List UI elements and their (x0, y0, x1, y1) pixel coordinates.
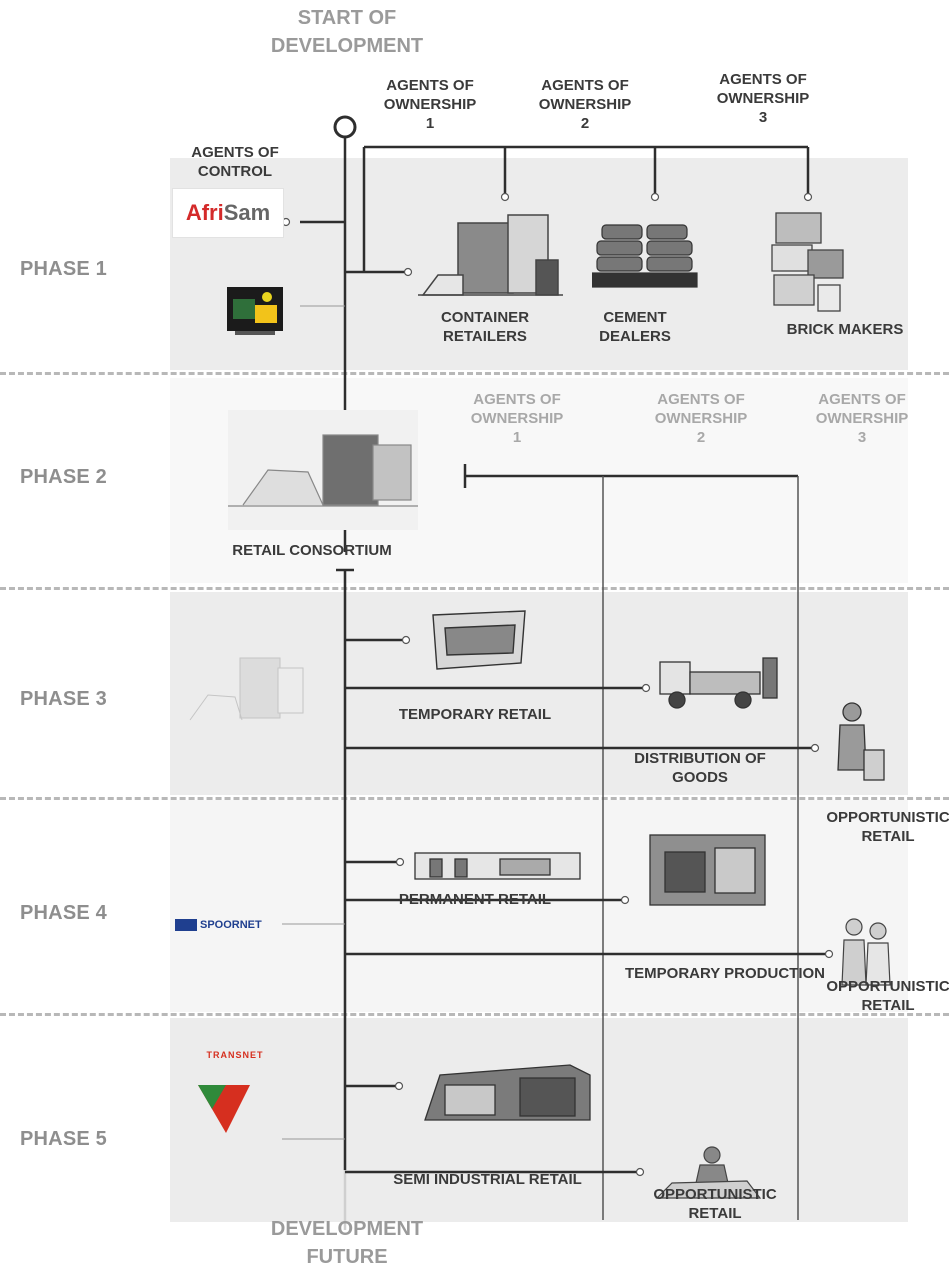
temporary-retail-label: TEMPORARY RETAIL (398, 706, 552, 723)
temporary-production-label: TEMPORARY PRODUCTION (624, 965, 825, 982)
phase-1-label: PHASE 1 (20, 258, 107, 280)
phase-2-label: PHASE 2 (20, 466, 107, 488)
temporary-production-illustration (649, 834, 766, 906)
brick-makers-illustration (771, 212, 844, 312)
phase-separator (0, 372, 949, 375)
retail-consortium-illustration (228, 410, 418, 530)
phase-4-label: PHASE 4 (20, 902, 107, 924)
permanent-retail-illustration (414, 852, 581, 880)
afrisam-logo-text-b: Sam (223, 200, 271, 225)
afrisam-logo-text-a: Afri (185, 200, 224, 225)
phase-separator (0, 797, 949, 800)
spoornet-logo-text: SPOORNET (200, 919, 262, 931)
brick-makers-label: BRICK MAKERS (786, 321, 904, 338)
opportunistic-retail-phase4-illustration (841, 918, 891, 986)
phase4-band (170, 800, 908, 1012)
faded-consortium-illustration (189, 657, 304, 721)
permanent-retail-label: PERMANENT RETAIL (398, 891, 552, 908)
municipality-crest-logo (227, 287, 283, 335)
retail-consortium-label: RETAIL CONSORTIUM (232, 542, 392, 559)
cement-dealers-illustration (592, 224, 698, 288)
opportunistic-retail-phase5-illustration (655, 1146, 762, 1199)
semi-industrial-illustration (424, 1064, 591, 1121)
semi-industrial-retail-label: SEMI INDUSTRIAL RETAIL (393, 1171, 582, 1188)
phase-separator (0, 1013, 949, 1016)
opportunistic-retail-phase3-illustration (837, 702, 885, 781)
phase-3-label: PHASE 3 (20, 688, 107, 710)
distribution-truck-illustration (659, 657, 778, 709)
phase-5-label: PHASE 5 (20, 1128, 107, 1150)
transnet-logo-text: TRANSNET (206, 1050, 264, 1060)
transnet-logo: TRANSNET (190, 1050, 280, 1140)
phase-separator (0, 587, 949, 590)
spoornet-logo: SPOORNET (175, 915, 280, 935)
container-retailers-illustration (418, 214, 563, 296)
temporary-retail-illustration (432, 610, 526, 670)
